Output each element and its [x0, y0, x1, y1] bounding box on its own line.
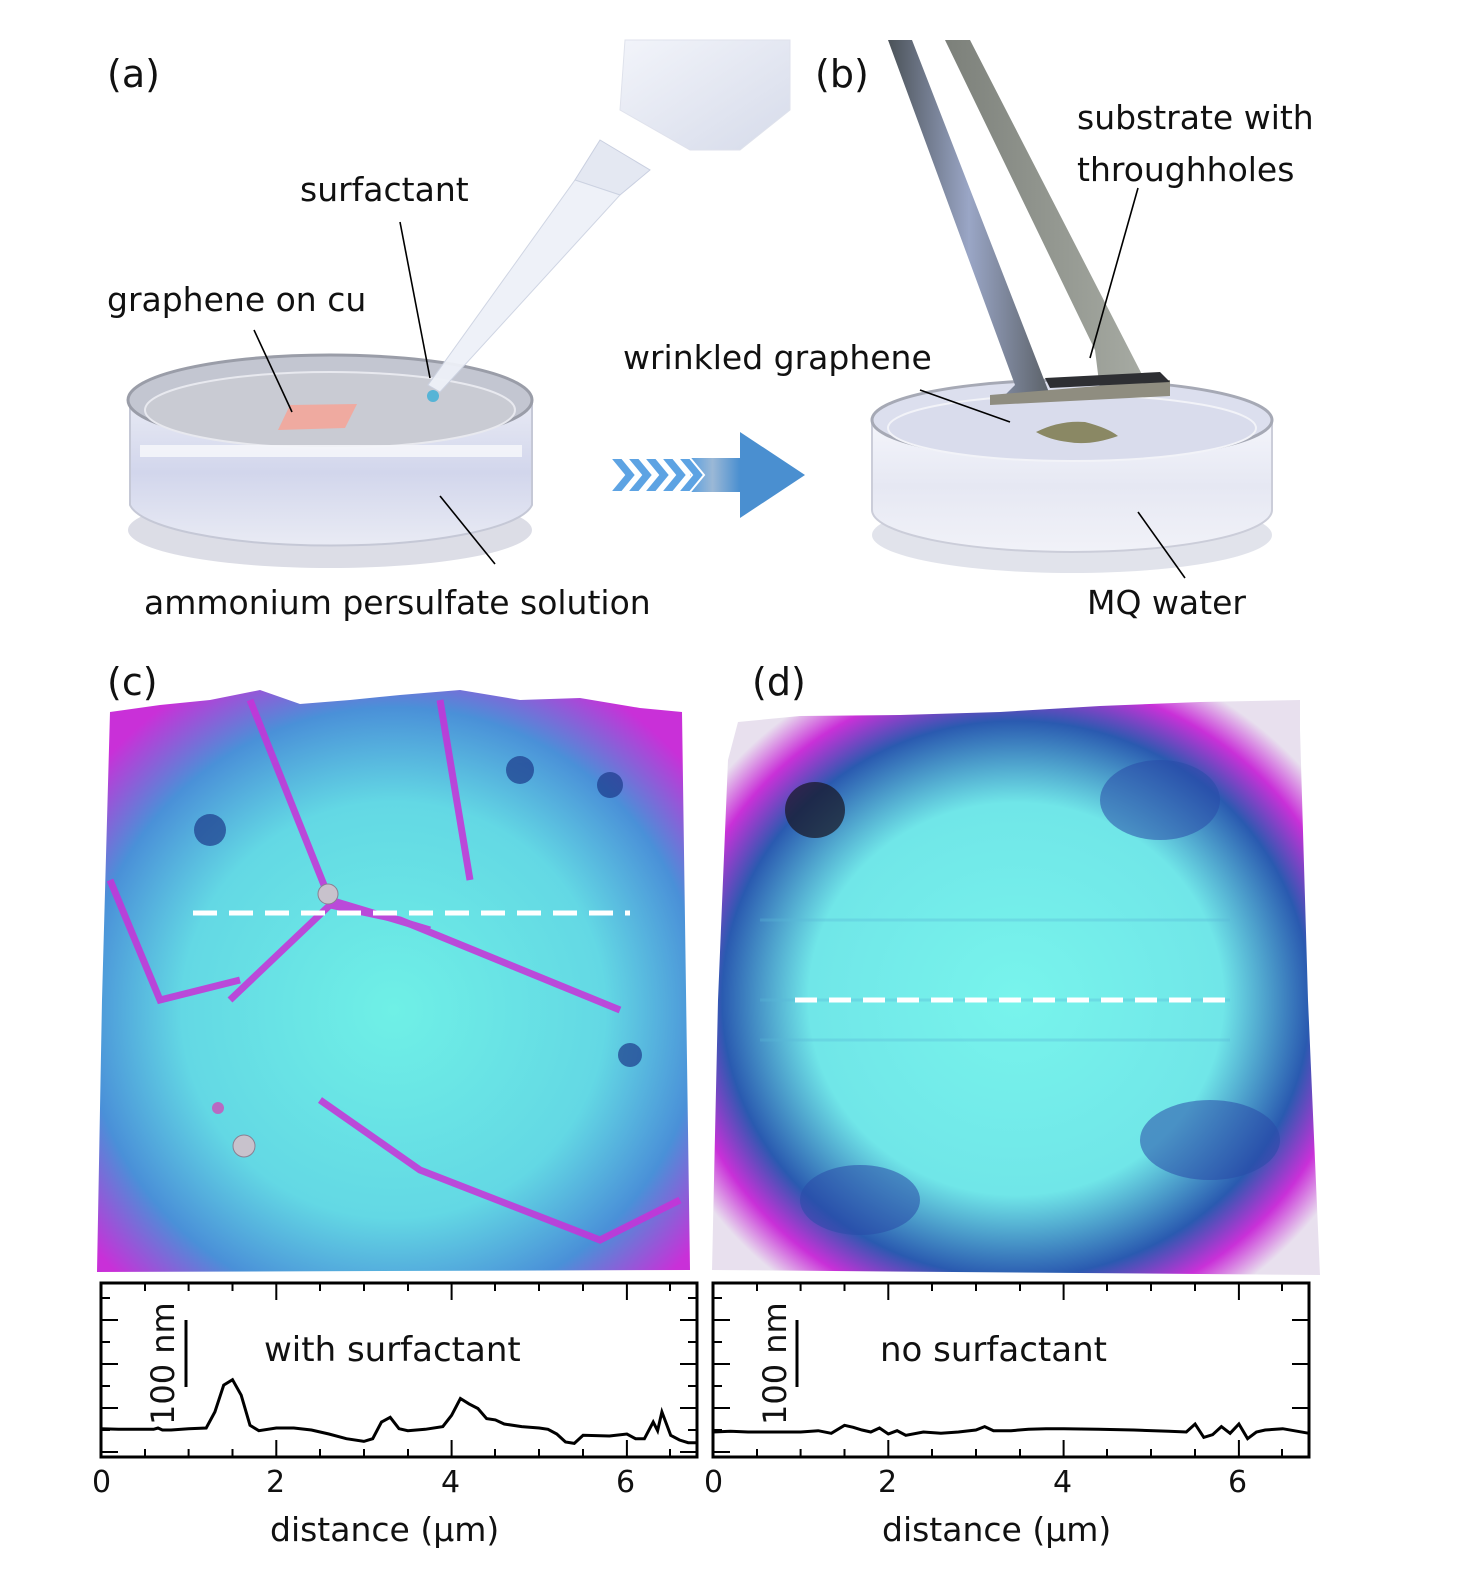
- afm-images: [97, 690, 1320, 1275]
- petri-dish-a: [126, 353, 534, 568]
- pipette-icon: [427, 39, 791, 393]
- x-tick-d-2: 2: [878, 1465, 898, 1500]
- annotation-no-surfactant: no surfactant: [880, 1330, 1107, 1370]
- afm-image-with-surfactant: [97, 690, 690, 1272]
- x-ticks-c: [100, 1283, 671, 1457]
- panel-c-label: (c): [107, 660, 158, 704]
- x-axis-title-d: distance (μm): [882, 1510, 1112, 1549]
- callout-substrate-line1: substrate with: [1077, 98, 1314, 137]
- scale-bar-label-c: 100 nm: [144, 1302, 182, 1425]
- afm-image-no-surfactant: [712, 700, 1320, 1275]
- panel-b-label: (b): [815, 52, 869, 96]
- profile-curve-with-surfactant: [100, 1377, 697, 1445]
- graphene-on-cu-sample: [278, 404, 357, 430]
- profile-curve-no-surfactant: [712, 1421, 1310, 1441]
- callout-wrinkled-graphene: wrinkled graphene: [623, 338, 932, 377]
- callout-substrate-line2: throughholes: [1077, 150, 1295, 189]
- schematic-illustrations: [126, 39, 1274, 579]
- callout-solution: ammonium persulfate solution: [144, 583, 651, 622]
- x-tick-c-6: 6: [616, 1465, 636, 1500]
- x-axis-title-c: distance (μm): [270, 1510, 500, 1549]
- leader-solution: [439, 495, 496, 565]
- y-ticks-c: [101, 1297, 697, 1453]
- callout-mq-water: MQ water: [1087, 583, 1246, 622]
- scale-bar-label-d: 100 nm: [756, 1302, 794, 1425]
- x-tick-d-4: 4: [1053, 1465, 1073, 1500]
- y-ticks-d: [713, 1297, 1309, 1453]
- x-ticks-d: [756, 1283, 1283, 1457]
- leader-water: [1137, 511, 1186, 579]
- leader-surfactant: [399, 221, 431, 379]
- panel-d-label: (d): [752, 660, 806, 704]
- x-tick-c-4: 4: [441, 1465, 461, 1500]
- x-tick-c-0: 0: [92, 1465, 112, 1500]
- process-arrow-icon: [607, 432, 805, 518]
- callout-surfactant: surfactant: [300, 170, 469, 209]
- panel-a-label: (a): [107, 52, 160, 96]
- plot-with-surfactant: [99, 1281, 699, 1459]
- x-tick-c-2: 2: [266, 1465, 286, 1500]
- substrate-with-throughholes: [1045, 372, 1170, 388]
- wrinkled-graphene-flake: [1036, 421, 1118, 444]
- x-tick-d-6: 6: [1228, 1465, 1248, 1500]
- tweezers-icon: [888, 40, 1170, 405]
- annotation-with-surfactant: with surfactant: [264, 1330, 521, 1370]
- callout-graphene-on-cu: graphene on cu: [107, 280, 367, 319]
- leader-wrinkled: [919, 389, 1011, 423]
- plot-no-surfactant: [711, 1281, 1311, 1459]
- x-tick-d-0: 0: [704, 1465, 724, 1500]
- leader-graphene-on-cu: [253, 329, 293, 413]
- leader-substrate: [1089, 187, 1139, 359]
- surfactant-droplet: [427, 390, 439, 402]
